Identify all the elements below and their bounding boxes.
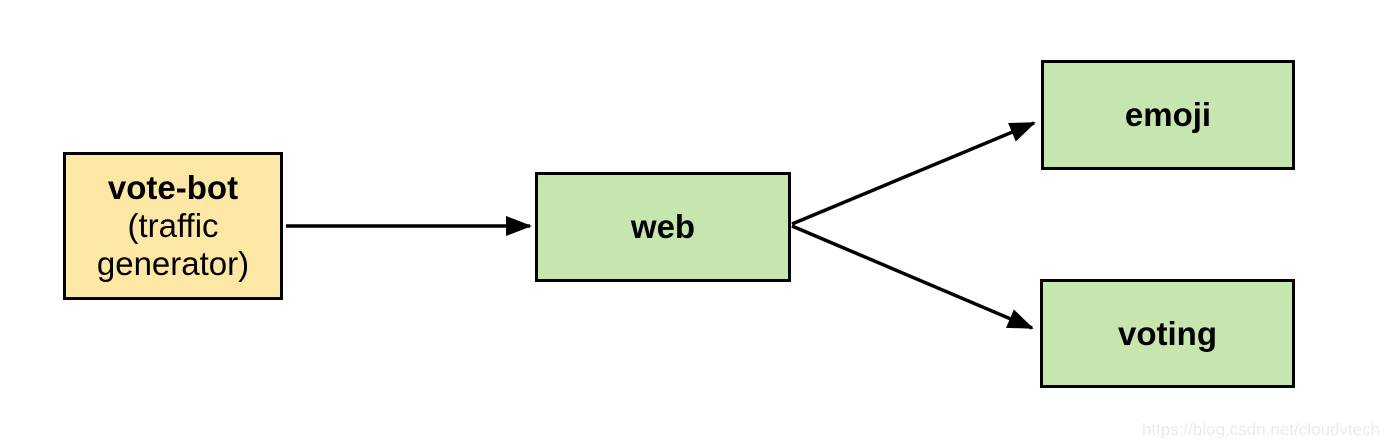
- watermark: https://blog.csdn.net/cloudvtech: [1141, 420, 1380, 439]
- edge-web-to-voting: [791, 224, 1034, 330]
- node-vote-bot-sublabel: (traffic generator): [96, 207, 250, 282]
- node-voting-label: voting: [1118, 314, 1217, 352]
- node-vote-bot-label: vote-bot: [107, 169, 239, 206]
- node-web: web: [535, 172, 791, 282]
- node-vote-bot: vote-bot (traffic generator): [63, 152, 283, 300]
- edge-web-to-emoji: [791, 121, 1036, 226]
- node-voting: voting: [1040, 279, 1295, 388]
- node-web-label: web: [630, 208, 696, 245]
- node-emoji: emoji: [1041, 60, 1295, 170]
- node-emoji-label: emoji: [1124, 96, 1212, 133]
